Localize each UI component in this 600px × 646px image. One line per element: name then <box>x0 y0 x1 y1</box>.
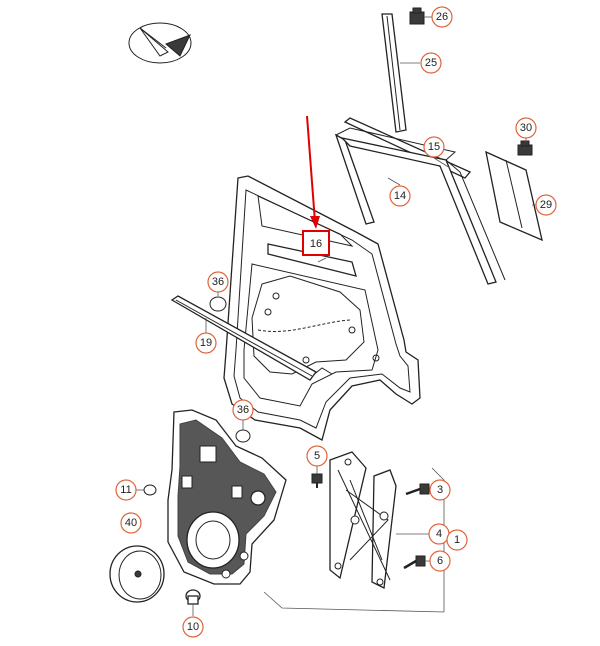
bolt-3 <box>405 483 430 496</box>
callout-label-10: 10 <box>187 621 199 633</box>
callout-label-1: 1 <box>454 534 460 546</box>
regulator-carrier-plate <box>167 409 287 585</box>
callout-badges: 26 25 30 15 14 29 36 19 36 5 3 11 40 4 1… <box>115 6 557 638</box>
callout-label-25: 25 <box>425 57 437 69</box>
callout-1[interactable]: 1 <box>446 529 468 551</box>
highlight-arrow <box>306 115 320 229</box>
plug-36-lower <box>235 429 251 443</box>
callout-label-5: 5 <box>314 450 320 462</box>
pillar-trim-25 <box>381 13 407 133</box>
callout-30[interactable]: 30 <box>515 117 537 139</box>
grommet-11 <box>143 484 157 496</box>
corner-glass-29 <box>485 150 543 242</box>
pulley-disc-40 <box>109 545 165 603</box>
callout-label-30: 30 <box>520 122 532 134</box>
highlighted-part-number: 16 <box>310 238 322 250</box>
callout-14[interactable]: 14 <box>389 185 411 207</box>
leader-lines <box>136 16 536 616</box>
window-regulator-4 <box>329 451 397 589</box>
callout-label-15: 15 <box>428 141 440 153</box>
clip-30 <box>517 140 533 156</box>
plug-36-upper <box>209 296 227 312</box>
callout-label-11: 11 <box>120 484 131 496</box>
clip-26 <box>409 7 425 25</box>
bolt-5 <box>311 473 323 488</box>
orientation-compass-icon <box>128 22 192 64</box>
callout-19[interactable]: 19 <box>195 332 217 354</box>
callout-label-36-upper: 36 <box>212 276 224 288</box>
callout-36-lower[interactable]: 36 <box>232 399 254 421</box>
callout-26[interactable]: 26 <box>431 6 453 28</box>
callout-40[interactable]: 40 <box>120 512 142 534</box>
callout-label-40: 40 <box>125 517 137 529</box>
outer-seal-strip-19 <box>170 295 317 381</box>
callout-36-upper[interactable]: 36 <box>207 271 229 293</box>
callout-label-14: 14 <box>394 190 406 202</box>
push-plug-10 <box>185 589 201 605</box>
callout-15[interactable]: 15 <box>423 136 445 158</box>
callout-3[interactable]: 3 <box>429 479 451 501</box>
callout-5[interactable]: 5 <box>306 445 328 467</box>
callout-10[interactable]: 10 <box>182 616 204 638</box>
callout-25[interactable]: 25 <box>420 52 442 74</box>
bolt-6 <box>403 555 426 570</box>
window-guide-frame-14-15 <box>334 117 506 285</box>
callout-label-19: 19 <box>200 337 212 349</box>
highlighted-part-label[interactable]: 16 <box>302 230 330 256</box>
callout-label-29: 29 <box>540 199 552 211</box>
callout-11[interactable]: 11 <box>115 479 137 501</box>
callout-label-6: 6 <box>437 555 443 567</box>
door-shell <box>223 175 421 441</box>
callout-4[interactable]: 4 <box>428 523 450 545</box>
callout-label-4: 4 <box>436 528 442 540</box>
callout-label-3: 3 <box>437 484 443 496</box>
callout-6[interactable]: 6 <box>429 550 451 572</box>
callout-29[interactable]: 29 <box>535 194 557 216</box>
callout-label-36-lower: 36 <box>237 404 249 416</box>
callout-label-26: 26 <box>436 11 448 23</box>
